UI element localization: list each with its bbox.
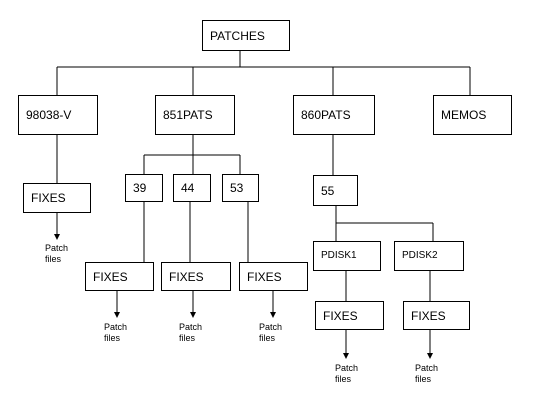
node-44: 44 [173, 174, 211, 202]
node-fixes-98038: FIXES [23, 183, 91, 213]
node-pdisk2: PDISK2 [394, 241, 464, 271]
node-fixes-53: FIXES [239, 262, 308, 291]
node-memos: MEMOS [433, 95, 512, 135]
node-98038-v: 98038-V [18, 95, 98, 135]
node-pdisk1: PDISK1 [313, 241, 381, 271]
node-860pats: 860PATS [293, 95, 375, 135]
patch-files-39: Patch files [104, 322, 128, 343]
node-patches: PATCHES [202, 20, 290, 51]
node-851pats: 851PATS [155, 95, 235, 135]
node-39: 39 [125, 174, 163, 202]
patch-files-pdisk2: Patch files [415, 363, 439, 384]
node-53: 53 [222, 174, 259, 202]
node-fixes-39: FIXES [85, 262, 154, 291]
node-fixes-44: FIXES [161, 262, 231, 291]
node-fixes-pdisk2: FIXES [403, 301, 470, 330]
node-fixes-pdisk1: FIXES [315, 301, 384, 330]
patch-files-98038: Patch files [45, 243, 69, 264]
node-55: 55 [313, 175, 358, 206]
patch-files-53: Patch files [259, 322, 283, 343]
patch-files-pdisk1: Patch files [335, 363, 359, 384]
patch-files-44: Patch files [179, 322, 203, 343]
